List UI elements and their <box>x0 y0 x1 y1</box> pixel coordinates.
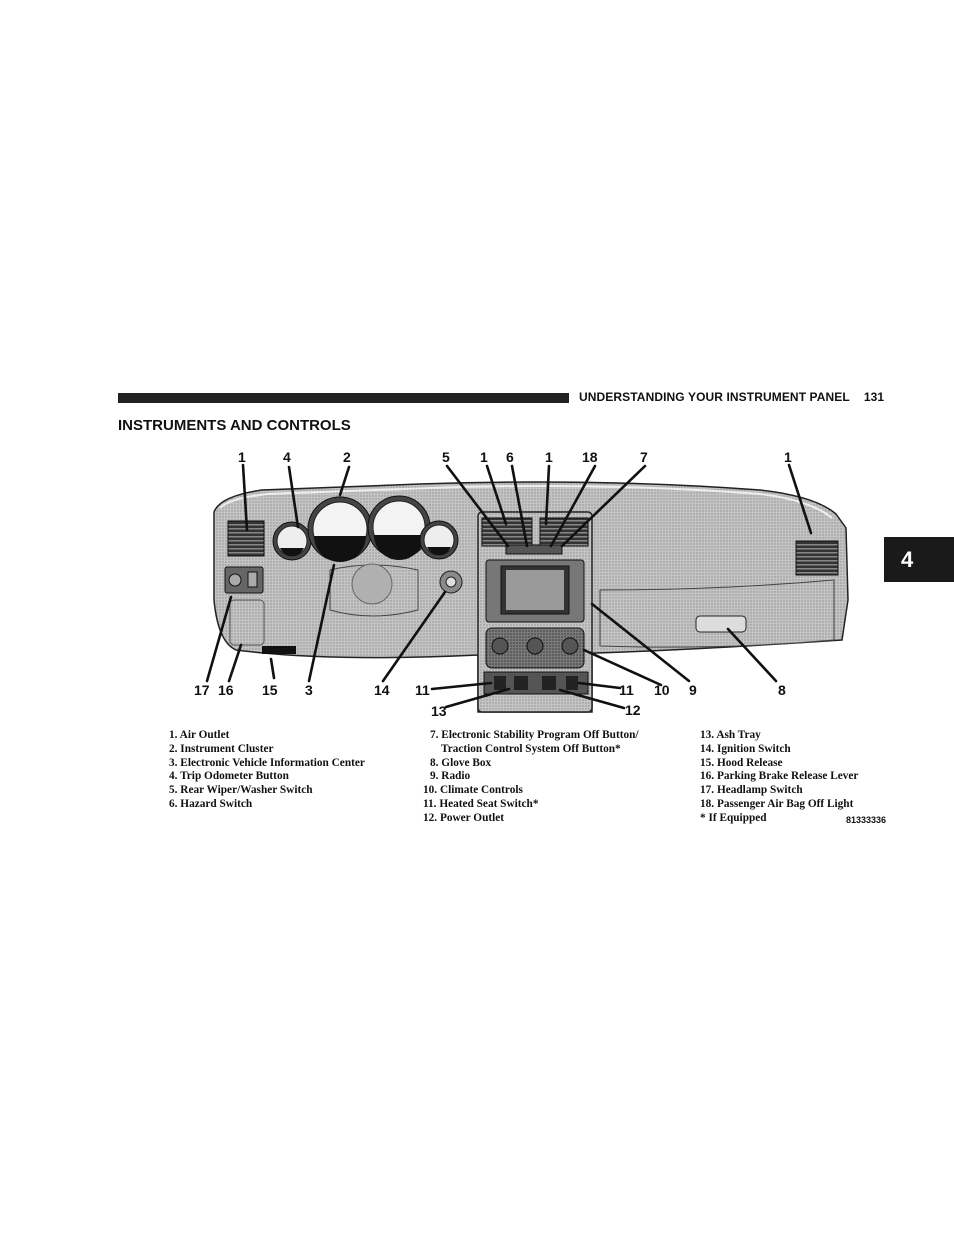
lower-left-panel <box>229 599 265 646</box>
glove-box-handle <box>695 615 747 633</box>
callout-top-7: 7 <box>640 449 648 465</box>
dash-top-highlight <box>219 485 833 519</box>
callout-bottom-11: 11 <box>415 682 430 698</box>
legend-item: 4. Trip Odometer Button <box>169 770 289 783</box>
legend-item: 11. Heated Seat Switch* <box>423 797 539 810</box>
right-air-outlet <box>795 540 839 576</box>
callout-top-1c: 1 <box>545 449 553 465</box>
glove-box <box>599 579 835 648</box>
callout-bottom-16: 16 <box>218 682 234 698</box>
callout-top-5: 5 <box>442 449 450 465</box>
leader-lines <box>205 463 813 710</box>
callout-top-1: 1 <box>238 449 246 465</box>
callout-top-2: 2 <box>343 449 351 465</box>
legend-item: 15. Hood Release <box>700 756 783 769</box>
legend-item: 18. Passenger Air Bag Off Light <box>700 797 854 810</box>
steering-hub <box>351 563 393 605</box>
legend-item: 9. Radio <box>430 770 471 783</box>
callout-bottom-13: 13 <box>431 703 447 719</box>
legend-item: 12. Power Outlet <box>423 811 505 824</box>
callout-top-6: 6 <box>506 449 514 465</box>
legend-column-1: 1. Air Outlet 2. Instrument Cluster 3. E… <box>169 729 365 812</box>
callout-bottom-17: 17 <box>194 682 210 698</box>
legend-column-2: 7. Electronic Stability Program Off Butt… <box>423 729 639 826</box>
callout-bottom-15: 15 <box>262 682 278 698</box>
callout-bottom-10: 10 <box>654 682 670 698</box>
callout-bottom-11b: 11 <box>619 682 634 698</box>
legend-item: 5. Rear Wiper/Washer Switch <box>169 784 313 797</box>
callout-top-1d: 1 <box>784 449 792 465</box>
hood-release-handle <box>262 646 296 654</box>
legend-item: 2. Instrument Cluster <box>169 742 274 755</box>
legend-column-3: 13. Ash Tray 14. Ignition Switch 15. Hoo… <box>700 729 858 826</box>
header-rule <box>118 393 569 403</box>
legend-item: 3. Electronic Vehicle Information Center <box>169 756 365 769</box>
legend-item: 7. Electronic Stability Program Off Butt… <box>430 729 639 741</box>
figure-id: 81333336 <box>846 815 887 825</box>
callout-bottom-8: 8 <box>778 682 786 698</box>
callout-bottom-9: 9 <box>689 682 697 698</box>
callout-bottom-12: 12 <box>625 702 641 718</box>
callout-top-18: 18 <box>582 449 598 465</box>
legend-item: 1. Air Outlet <box>169 729 230 741</box>
chapter-tab: 4 <box>884 537 954 582</box>
section-title: INSTRUMENTS AND CONTROLS <box>118 417 351 434</box>
callout-bottom-3: 3 <box>305 682 313 698</box>
legend-footnote: * If Equipped <box>700 811 767 824</box>
legend-item: 10. Climate Controls <box>423 784 523 797</box>
running-title: UNDERSTANDING YOUR INSTRUMENT PANEL <box>579 390 850 404</box>
legend-item-continuation: Traction Control System Off Button* <box>441 742 621 755</box>
running-header: UNDERSTANDING YOUR INSTRUMENT PANEL 131 <box>579 390 884 404</box>
page-number: 131 <box>863 390 885 404</box>
callout-labels: 1 4 2 5 1 6 1 18 7 1 17 16 15 3 14 11 10… <box>194 449 792 719</box>
legend-item: 8. Glove Box <box>430 756 492 769</box>
legend-item: 6. Hazard Switch <box>169 797 253 810</box>
legend-item: 17. Headlamp Switch <box>700 784 803 797</box>
hazard-switch-strip <box>505 544 563 555</box>
callout-top-1b: 1 <box>480 449 488 465</box>
callout-top-4: 4 <box>283 449 291 465</box>
callout-bottom-14: 14 <box>374 682 390 698</box>
legend-item: 16. Parking Brake Release Lever <box>700 770 859 783</box>
legend-item: 14. Ignition Switch <box>700 742 791 755</box>
legend-item: 13. Ash Tray <box>700 729 761 741</box>
